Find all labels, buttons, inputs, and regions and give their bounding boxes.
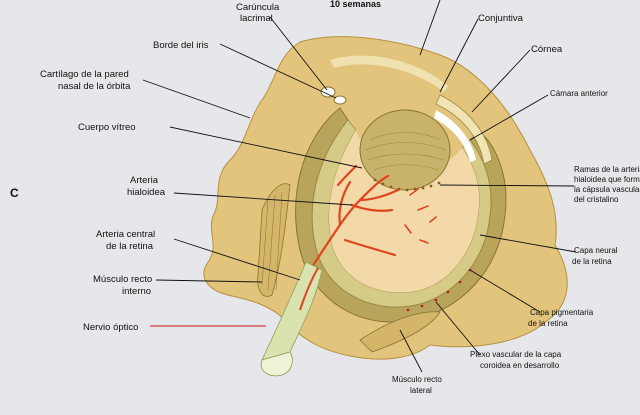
label-camara-anterior: Cámara anterior [550,89,608,98]
label-cornea: Córnea [531,44,563,55]
label-cuerpo-vitreo: Cuerpo vítreo [78,122,136,133]
label-ramas-4: del cristalino [574,195,619,204]
hyaloid-artery [308,164,400,272]
conjunctiva [330,55,448,92]
label-capa-neural-1: Capa neural [574,246,618,255]
label-arteria-hialoidea-2: hialoidea [127,187,166,198]
label-cartilago-1: Cartílago de la pared [40,69,129,80]
label-caruncula-1: Carúncula [236,2,280,13]
muscle-striations [261,191,283,291]
label-conjuntiva: Conjuntiva [478,13,524,24]
label-arteria-central-1: Arteria central [96,229,155,240]
label-ramas-2: hialoidea que forman [574,175,640,184]
label-plexo-1: Plexo vascular de la capa [470,350,562,359]
label-arteria-hialoidea-1: Arteria [130,175,159,186]
lateral-rectus-muscle [359,311,441,353]
panel-letter: C [10,186,19,200]
label-caruncula-2: lacrimal [240,13,273,24]
optic-nerve-stump [260,351,293,377]
label-musculo-recto-lateral-1: Músculo recto [392,375,442,384]
label-arteria-central-2: de la retina [106,241,154,252]
label-cartilago-2: nasal de la órbita [58,81,131,92]
hyaloid-fragments [404,188,437,244]
cornea [435,94,493,165]
label-musculo-recto-interno-2: interno [122,286,151,297]
medial-rectus-muscle [257,183,291,297]
label-capa-pigmentaria-1: Capa pigmentaria [530,308,594,317]
leader-lines-right [399,0,577,373]
leader-lines-left [142,16,363,327]
iris-border [333,95,347,105]
label-ramas-1: Ramas de la arteria [574,165,640,174]
central-retinal-artery [299,267,319,311]
lens [359,109,451,191]
label-borde-iris: Borde del iris [153,40,209,51]
anterior-chamber [434,110,476,162]
label-capa-neural-2: de la retina [572,257,612,266]
vascular-capsule-dots [373,178,441,192]
label-musculo-recto-lateral-2: lateral [410,386,432,395]
label-capa-pigmentaria-2: de la retina [528,319,568,328]
label-nervio-optico: Nervio óptico [83,322,138,333]
label-ramas-3: la cápsula vascular [574,185,640,194]
label-musculo-recto-interno-1: Músculo recto [93,274,152,285]
stage-caption: 10 semanas [330,0,381,9]
lens-fibers [365,132,447,171]
lacrimal-caruncle [320,86,336,98]
label-plexo-2: coroidea en desarrollo [480,361,560,370]
